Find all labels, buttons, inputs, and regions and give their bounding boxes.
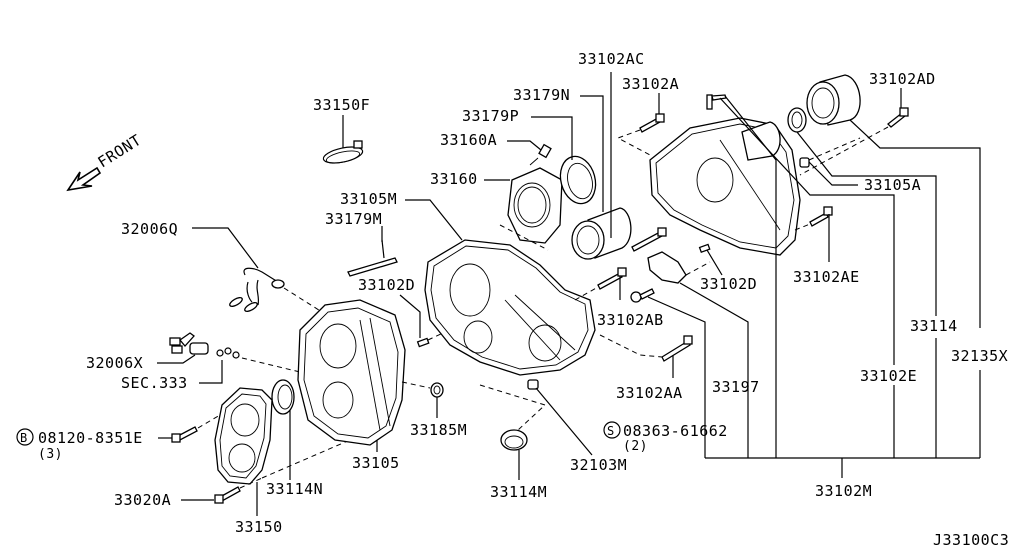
- label-33102d-right: 33102D: [700, 275, 757, 293]
- adapter-case-33105-part: [297, 299, 406, 446]
- bolt-symbol-b-icon: B: [16, 428, 34, 446]
- label-08363-61662: 08363-61662: [623, 422, 728, 440]
- tube-33179m-part: [347, 239, 398, 277]
- symbol-s-text: S: [607, 424, 615, 438]
- bolt-symbol-s-icon: S: [603, 421, 621, 439]
- transfer-case-33105m-part: [424, 239, 596, 376]
- seal-33114m-part: [479, 384, 546, 451]
- bolt-33102a-part: [616, 113, 665, 156]
- sensor-harness-32006q-part: [229, 267, 323, 313]
- label-33102ac: 33102AC: [578, 50, 645, 68]
- bolt-08363-part: [630, 288, 655, 303]
- label-33179p: 33179P: [462, 107, 519, 125]
- clamp-33150f-part: [322, 140, 364, 164]
- label-33197: 33197: [712, 378, 760, 396]
- rear-cover-33150-part: [214, 387, 273, 485]
- seal-33185m-part: [401, 381, 444, 398]
- label-sec333: SEC.333: [121, 374, 188, 392]
- label-33114m: 33114M: [490, 483, 547, 501]
- label-33102ad: 33102AD: [869, 70, 936, 88]
- bolt-33102ae-part: [794, 206, 833, 231]
- sleeve-33179n-part: [571, 207, 632, 260]
- bracket-33197-part: [647, 251, 711, 284]
- front-arrow-icon: [66, 166, 102, 192]
- label-08363-qty: (2): [623, 439, 648, 454]
- bolt-33160a-part: [529, 143, 552, 166]
- switch-32006x-part: [169, 332, 301, 373]
- label-33114: 33114: [910, 317, 958, 335]
- reference-code: J33100C3: [933, 531, 1009, 549]
- label-32135x: 32135X: [951, 347, 1008, 365]
- label-33105m: 33105M: [340, 190, 397, 208]
- label-33179m: 33179M: [325, 210, 382, 228]
- label-32103m: 32103M: [570, 456, 627, 474]
- label-33102d-left: 33102D: [358, 276, 415, 294]
- extension-case-part: [649, 117, 801, 256]
- bolt-08120-part: [171, 414, 221, 443]
- bolt-33020a-part: [214, 439, 351, 504]
- bolt-33102ab-part: [574, 267, 627, 301]
- seal-33179p-part: [559, 155, 597, 205]
- label-33160a: 33160A: [440, 131, 497, 149]
- leader-lines: [157, 72, 981, 516]
- bushing-32135x-part: [806, 74, 861, 126]
- label-32006x: 32006X: [86, 354, 143, 372]
- label-33160: 33160: [430, 170, 478, 188]
- bolt-33102aa-part: [599, 334, 693, 362]
- label-33020a: 33020A: [114, 491, 171, 509]
- label-33179n: 33179N: [513, 86, 570, 104]
- plug-32103m-part: [527, 379, 539, 390]
- label-33102a: 33102A: [622, 75, 679, 93]
- bolt-33102ac-part: [631, 227, 667, 252]
- label-08120-qty: (3): [38, 447, 63, 462]
- seal-33114n-part: [271, 379, 295, 415]
- label-33102e: 33102E: [860, 367, 917, 385]
- label-33102ab: 33102AB: [597, 311, 664, 329]
- label-33105: 33105: [352, 454, 400, 472]
- label-32006q: 32006Q: [121, 220, 178, 238]
- label-33102m: 33102M: [815, 482, 872, 500]
- label-33150f: 33150F: [313, 96, 370, 114]
- label-33102ae: 33102AE: [793, 268, 860, 286]
- label-33114n: 33114N: [266, 480, 323, 498]
- dowel-33102d-left-part: [416, 331, 446, 348]
- label-33102aa: 33102AA: [616, 384, 683, 402]
- symbol-b-text: B: [20, 431, 28, 445]
- seal-33114-part: [787, 107, 807, 133]
- front-label: FRONT: [95, 131, 145, 172]
- retainer-33160-part: [499, 167, 563, 251]
- label-33105a: 33105A: [864, 176, 921, 194]
- label-33150: 33150: [235, 518, 283, 536]
- dowel-33102d-right-part: [698, 243, 711, 254]
- label-08120-8351e: 08120-8351E: [38, 429, 143, 447]
- label-33185m: 33185M: [410, 421, 467, 439]
